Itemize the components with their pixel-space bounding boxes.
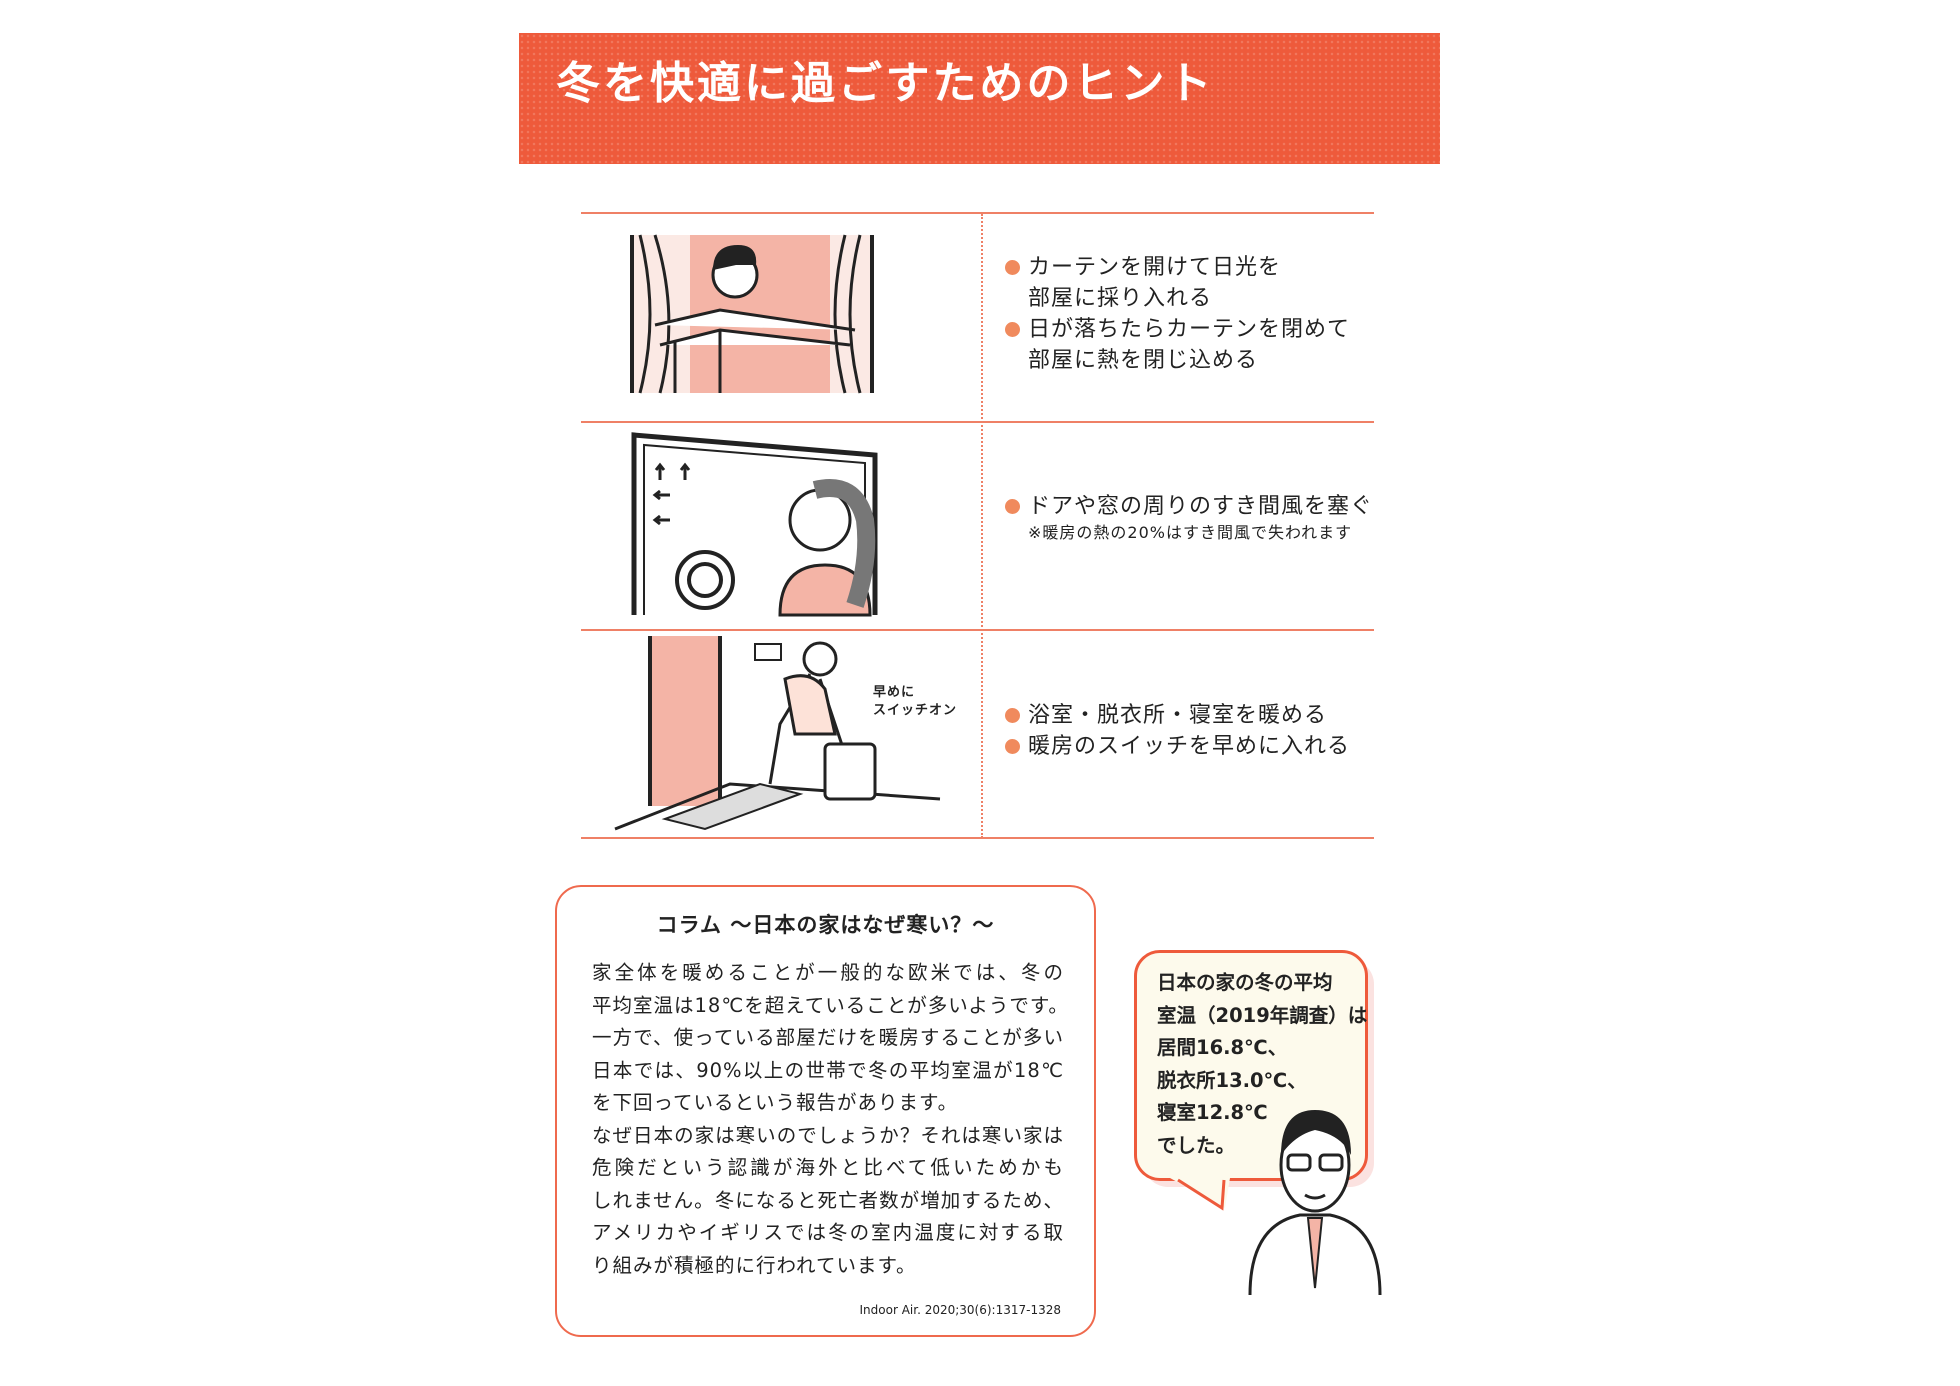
bubble-line: 室温（2019年調査）は: [1157, 1003, 1368, 1027]
column-title: コラム ～日本の家はなぜ寒い？～: [656, 913, 995, 937]
bullet-icon: [1005, 260, 1020, 275]
divider: [581, 421, 1374, 423]
column-line: を下回っているという報告があります。: [592, 1091, 959, 1114]
column-line: 家全体を暖めることが一般的な欧米では、冬の: [592, 961, 1064, 984]
column-line: しれません。冬になると死亡者数が増加するため、: [592, 1188, 1064, 1212]
bubble-line: 居間16.8℃、: [1157, 1036, 1288, 1059]
bullet-icon: [1005, 499, 1020, 514]
bubble-tail: [1170, 1178, 1230, 1211]
tip-curtains: カーテンを開けて日光を 部屋に採り入れる 日が落ちたらカーテンを閉めて 部屋に熱…: [1005, 252, 1350, 376]
tip-text: 暖房のスイッチを早めに入れる: [1028, 734, 1351, 759]
curtain-illustration: [630, 234, 874, 394]
bullet-icon: [1005, 739, 1020, 754]
tip-text: カーテンを開けて日光を: [1028, 255, 1282, 280]
bullet-icon: [1005, 708, 1020, 723]
column-line: 日本では、90%以上の世帯で冬の平均室温が18℃: [592, 1058, 1064, 1082]
bubble-line: でした。: [1157, 1133, 1236, 1157]
tip-text: 浴室・脱衣所・寝室を暖める: [1028, 703, 1328, 728]
divider: [581, 629, 1374, 631]
column-line: 一方で、使っている部屋だけを暖房することが多い: [592, 1026, 1064, 1049]
heater-illustration: [614, 636, 941, 831]
column-line: なぜ日本の家は寒いのでしょうか？それは寒い家は: [592, 1123, 1064, 1147]
column-body: 家全体を暖めることが一般的な欧米では、冬の 平均室温は18℃を超えていることが多…: [592, 957, 1069, 1282]
switch-on-label: 早めにスイッチオン: [873, 685, 958, 718]
divider: [581, 837, 1374, 839]
column-divider: [981, 214, 983, 838]
page-title: 冬を快適に過ごすためのヒント: [556, 58, 1215, 109]
bubble-line: 脱衣所13.0℃、: [1157, 1068, 1307, 1092]
column-line: 危険だという認識が海外と比べて低いためかも: [592, 1156, 1064, 1179]
door-draft-illustration: [631, 432, 878, 617]
column-line: り組みが積極的に行われています。: [592, 1253, 917, 1277]
citation: Indoor Air. 2020;30(6):1317-1328: [859, 1303, 1062, 1317]
bullet-icon: [1005, 322, 1020, 337]
bubble-line: 寝室12.8℃: [1157, 1101, 1268, 1124]
tip-note: ※暖房の熱の20%はすき間風で失われます: [1028, 523, 1353, 542]
tip-heating: 浴室・脱衣所・寝室を暖める 暖房のスイッチを早めに入れる: [1005, 700, 1350, 762]
column-line: 平均室温は18℃を超えていることが多いようです。: [592, 993, 1069, 1017]
divider: [581, 212, 1374, 214]
column-line: アメリカやイギリスでは冬の室内温度に対する取: [592, 1221, 1064, 1244]
tip-text: 部屋に採り入れる: [1028, 286, 1213, 311]
tip-text: ドアや窓の周りのすき間風を塞ぐ: [1028, 494, 1374, 519]
bubble-line: 日本の家の冬の平均: [1157, 971, 1333, 994]
doctor-illustration: [1248, 1110, 1382, 1296]
title-banner: 冬を快適に過ごすためのヒント: [519, 33, 1440, 164]
tip-text: 日が落ちたらカーテンを閉めて: [1028, 317, 1351, 342]
tip-draft: ドアや窓の周りのすき間風を塞ぐ ※暖房の熱の20%はすき間風で失われます: [1005, 491, 1373, 544]
tip-text: 部屋に熱を閉じ込める: [1028, 348, 1259, 373]
column-box: コラム ～日本の家はなぜ寒い？～ 家全体を暖めることが一般的な欧米では、冬の 平…: [555, 885, 1096, 1337]
